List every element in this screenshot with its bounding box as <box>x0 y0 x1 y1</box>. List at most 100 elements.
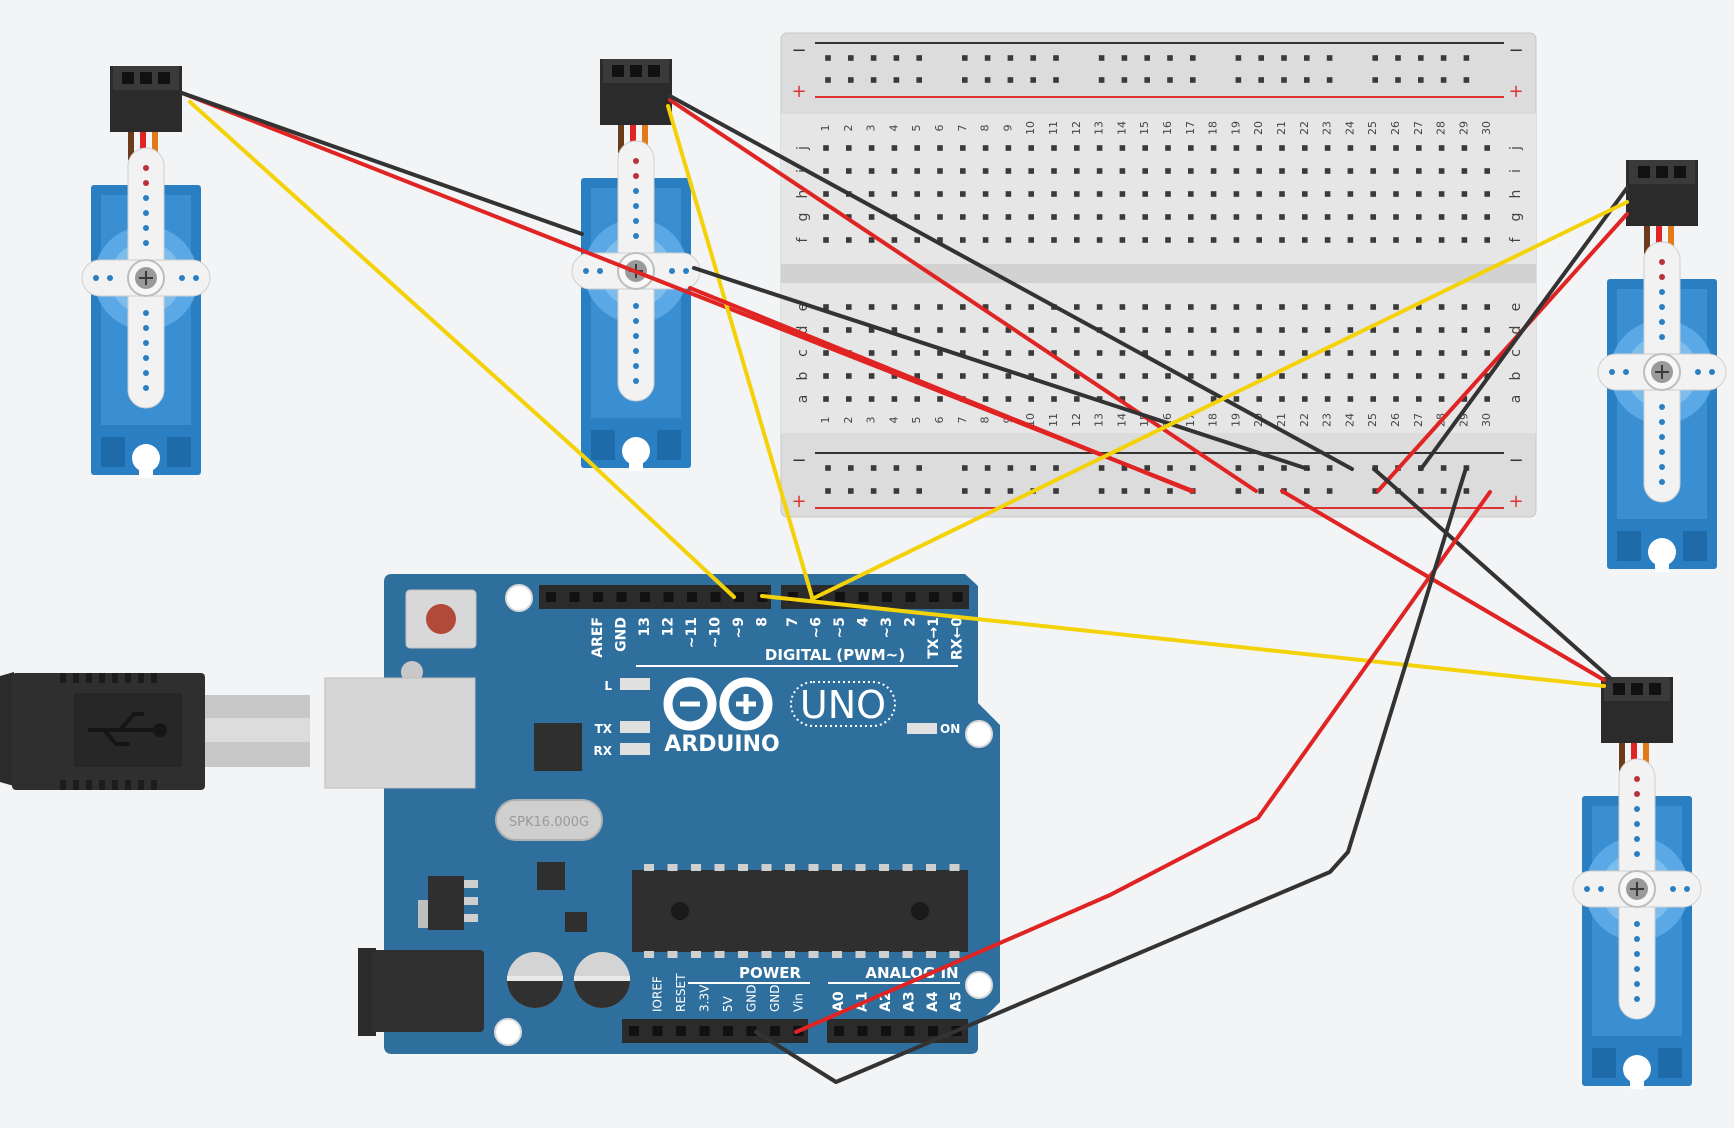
terminal-hole[interactable] <box>1142 396 1148 402</box>
terminal-hole[interactable] <box>1438 191 1445 197</box>
rail-hole[interactable] <box>870 77 877 83</box>
header-pin[interactable] <box>882 592 892 602</box>
terminal-hole[interactable] <box>868 396 875 402</box>
header-pin[interactable] <box>788 592 798 602</box>
header-pin[interactable] <box>770 1026 780 1036</box>
rail-hole[interactable] <box>1144 55 1150 61</box>
terminal-hole[interactable] <box>1005 373 1012 379</box>
rail-hole[interactable] <box>1258 77 1264 83</box>
terminal-hole[interactable] <box>1256 373 1262 379</box>
terminal-hole[interactable] <box>1165 396 1171 402</box>
rail-hole[interactable] <box>825 77 831 83</box>
rail-hole[interactable] <box>1326 55 1333 61</box>
wire-yellow-servo4[interactable] <box>760 594 1606 688</box>
terminal-hole[interactable] <box>937 214 943 220</box>
header-pin[interactable] <box>904 1026 915 1036</box>
servo-motor-1[interactable] <box>81 66 211 478</box>
terminal-hole[interactable] <box>960 304 966 310</box>
terminal-hole[interactable] <box>1324 145 1331 151</box>
rail-hole[interactable] <box>1440 488 1447 494</box>
terminal-hole[interactable] <box>1279 304 1285 310</box>
terminal-hole[interactable] <box>1074 145 1080 151</box>
header-pin[interactable] <box>663 592 674 602</box>
terminal-hole[interactable] <box>1074 396 1080 402</box>
terminal-hole[interactable] <box>1324 214 1331 220</box>
terminal-hole[interactable] <box>868 350 875 356</box>
terminal-hole[interactable] <box>1370 237 1376 243</box>
wire-black-gnd[interactable] <box>754 466 1468 1084</box>
terminal-hole[interactable] <box>1119 350 1126 356</box>
rail-hole[interactable] <box>1053 77 1059 83</box>
terminal-hole[interactable] <box>1256 214 1262 220</box>
terminal-hole[interactable] <box>1005 350 1012 356</box>
terminal-hole[interactable] <box>982 304 989 310</box>
wire-red-servo4[interactable] <box>1280 489 1606 682</box>
terminal-hole[interactable] <box>960 191 966 197</box>
header-pin[interactable] <box>546 592 556 602</box>
terminal-hole[interactable] <box>1484 191 1490 197</box>
rail-hole[interactable] <box>984 77 991 83</box>
terminal-hole[interactable] <box>846 304 852 310</box>
terminal-hole[interactable] <box>846 145 852 151</box>
terminal-hole[interactable] <box>937 327 943 333</box>
terminal-hole[interactable] <box>1347 168 1354 174</box>
terminal-hole[interactable] <box>1256 350 1262 356</box>
terminal-hole[interactable] <box>982 214 989 220</box>
rail-hole[interactable] <box>870 488 877 494</box>
terminal-hole[interactable] <box>1188 304 1194 310</box>
terminal-hole[interactable] <box>1210 168 1217 174</box>
terminal-hole[interactable] <box>937 350 943 356</box>
terminal-hole[interactable] <box>1165 145 1171 151</box>
terminal-hole[interactable] <box>1393 396 1399 402</box>
terminal-hole[interactable] <box>1438 145 1445 151</box>
rail-hole[interactable] <box>1258 488 1264 494</box>
terminal-hole[interactable] <box>1096 191 1103 197</box>
header-pin[interactable] <box>652 1026 663 1036</box>
terminal-hole[interactable] <box>1233 327 1240 333</box>
terminal-hole[interactable] <box>868 373 875 379</box>
terminal-hole[interactable] <box>1028 373 1034 379</box>
terminal-hole[interactable] <box>1096 145 1103 151</box>
terminal-hole[interactable] <box>914 145 920 151</box>
terminal-hole[interactable] <box>1074 350 1080 356</box>
terminal-hole[interactable] <box>1302 191 1308 197</box>
terminal-hole[interactable] <box>914 373 920 379</box>
rail-hole[interactable] <box>1030 77 1036 83</box>
terminal-hole[interactable] <box>1393 168 1399 174</box>
terminal-hole[interactable] <box>823 396 829 402</box>
terminal-hole[interactable] <box>891 396 898 402</box>
terminal-hole[interactable] <box>1461 237 1468 243</box>
terminal-hole[interactable] <box>1256 168 1262 174</box>
terminal-hole[interactable] <box>823 237 829 243</box>
terminal-hole[interactable] <box>868 237 875 243</box>
terminal-hole[interactable] <box>1074 168 1080 174</box>
rail-hole[interactable] <box>1007 55 1014 61</box>
terminal-hole[interactable] <box>1347 191 1354 197</box>
terminal-hole[interactable] <box>1233 350 1240 356</box>
terminal-hole[interactable] <box>1210 145 1217 151</box>
rail-hole[interactable] <box>1121 55 1128 61</box>
rail-hole[interactable] <box>825 488 831 494</box>
terminal-hole[interactable] <box>1188 350 1194 356</box>
terminal-hole[interactable] <box>1370 214 1376 220</box>
terminal-hole[interactable] <box>1188 327 1194 333</box>
rail-hole[interactable] <box>1190 77 1196 83</box>
header-pin[interactable] <box>569 592 580 602</box>
terminal-hole[interactable] <box>1370 145 1376 151</box>
terminal-hole[interactable] <box>914 191 920 197</box>
rail-hole[interactable] <box>848 55 854 61</box>
terminal-hole[interactable] <box>846 396 852 402</box>
terminal-hole[interactable] <box>914 168 920 174</box>
terminal-hole[interactable] <box>1005 191 1012 197</box>
terminal-hole[interactable] <box>1347 237 1354 243</box>
analog-header[interactable] <box>827 1019 968 1043</box>
header-pin[interactable] <box>734 592 744 602</box>
terminal-hole[interactable] <box>1279 373 1285 379</box>
terminal-hole[interactable] <box>1461 327 1468 333</box>
terminal-hole[interactable] <box>868 214 875 220</box>
rail-hole[interactable] <box>1372 77 1378 83</box>
terminal-hole[interactable] <box>1119 373 1126 379</box>
terminal-hole[interactable] <box>1302 145 1308 151</box>
terminal-hole[interactable] <box>1096 214 1103 220</box>
terminal-hole[interactable] <box>1051 327 1057 333</box>
